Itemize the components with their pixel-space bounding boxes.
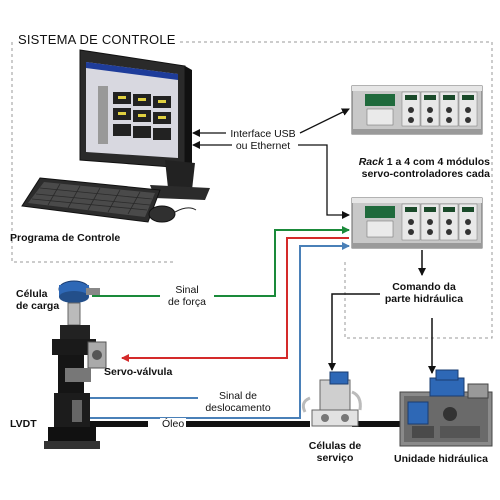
interface-arrow-to-rack2 xyxy=(298,144,350,219)
force-signal-label-line2: de força xyxy=(168,296,206,308)
rack-1-image xyxy=(351,85,483,135)
monitor-image xyxy=(79,49,210,200)
rack-caption-italic: Rack xyxy=(358,156,384,168)
hydraulic-unit-label: Unidade hidráulica xyxy=(394,453,488,465)
rack-caption: Rack 1 a 4 com 4 módulos servo-controlad… xyxy=(330,156,490,180)
oil-label: Óleo xyxy=(160,418,187,430)
hydraulic-unit-image xyxy=(399,369,493,447)
mouse-image xyxy=(148,205,197,223)
force-signal-line xyxy=(92,230,349,297)
actuator-image xyxy=(44,280,107,449)
service-cells-image xyxy=(301,371,362,427)
displacement-label-line1: Sinal de xyxy=(219,390,257,402)
interface-label: Interface USB ou Ethernet xyxy=(226,128,300,152)
rack-caption-line1: Rack 1 a 4 com 4 módulos xyxy=(330,156,490,168)
rack-caption-line2: servo-controladores cada xyxy=(361,168,490,180)
keyboard-image xyxy=(21,177,161,223)
servo-valve-signal-line xyxy=(121,237,349,362)
command-label-line2: parte hidráulica xyxy=(384,293,464,305)
rack-2-image xyxy=(351,197,483,249)
rack-caption-rest: 1 a 4 com 4 módulos xyxy=(383,156,490,168)
command-arrow-to-service xyxy=(328,293,380,371)
load-cell-label-line2: de carga xyxy=(16,300,60,312)
service-cells-label-line2: serviço xyxy=(316,452,354,464)
command-label: Comando da parte hidráulica xyxy=(378,281,470,305)
interface-label-line2: ou Ethernet xyxy=(235,140,291,152)
program-label: Programa de Controle xyxy=(10,232,121,244)
load-cell-label: Célula de carga xyxy=(16,288,59,312)
servo-valve-label: Servo-válvula xyxy=(104,366,173,378)
lvdt-label: LVDT xyxy=(10,418,37,430)
load-cell-label-line1: Célula xyxy=(16,288,48,300)
force-signal-label-line1: Sinal xyxy=(175,284,199,296)
interface-label-line1: Interface USB xyxy=(230,128,296,140)
diagram-title: SISTEMA DE CONTROLE xyxy=(15,33,179,46)
control-system-border xyxy=(11,42,175,263)
service-cells-label-line1: Células de xyxy=(308,440,362,452)
command-label-line1: Comando da xyxy=(392,281,456,293)
service-cells-label: Células de serviço xyxy=(302,440,368,464)
displacement-label-line2: deslocamento xyxy=(205,402,271,414)
displacement-signal-line xyxy=(88,246,349,419)
force-signal-label: Sinal de força xyxy=(160,284,214,308)
interface-arrow-to-rack1 xyxy=(299,108,350,134)
displacement-label: Sinal de deslocamento xyxy=(198,390,278,414)
